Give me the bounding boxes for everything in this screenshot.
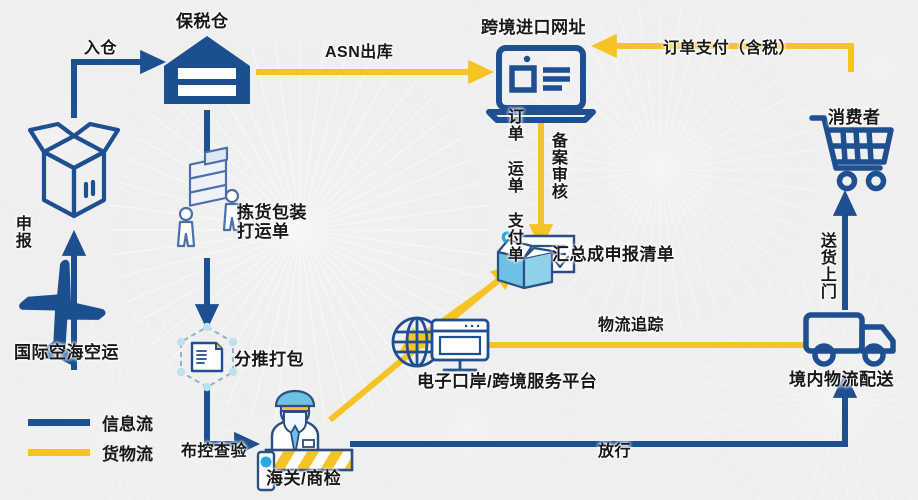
legend: 信息流 货物流: [28, 410, 153, 465]
warehouse-icon: [164, 36, 250, 104]
flow-label-record-review: 备案审核: [548, 132, 566, 200]
flow-label-logistics-tracking: 物流追踪: [598, 317, 665, 334]
customs-officer-icon: [256, 389, 354, 492]
flow-label-home-delivery: 送货上门: [817, 232, 835, 300]
arrow-box-to-warehouse: [71, 49, 167, 118]
legend-label-goods-flow: 货物流: [102, 445, 153, 464]
node-label-manifest: 汇总成申报清单: [552, 245, 675, 264]
legend-swatch-goods-flow: [28, 449, 90, 456]
flow-label-release: 放行: [598, 443, 632, 460]
flow-label-declare: 申报: [12, 215, 30, 249]
arrow-sorting-to-customs: [204, 388, 261, 457]
open-box-icon: [27, 121, 121, 219]
warehouse-workers-icon: [176, 146, 242, 248]
arrow-order-payment: [590, 33, 854, 72]
node-label-warehouse: 保税仓: [176, 12, 229, 31]
flow-label-order-waybill-payment: 订单 运单 支付单: [504, 108, 522, 263]
document-box-icon: [496, 231, 576, 290]
laptop-icon: [486, 45, 596, 123]
node-label-eport: 电子口岸/跨境服务平台: [417, 372, 598, 391]
node-label-delivery: 境内物流配送: [789, 370, 894, 389]
flow-label-inbound: 入仓: [84, 40, 118, 57]
flow-label-inspection: 布控查验: [181, 443, 248, 460]
node-label-picking: 拣货包装 打运单: [237, 203, 307, 242]
package-label-icon: [176, 322, 238, 392]
node-label-website: 跨境进口网址: [481, 18, 586, 37]
legend-item-info-flow: 信息流: [28, 410, 153, 435]
node-label-consumer: 消费者: [828, 108, 881, 127]
arrow-customs-release-to-delivery: [350, 371, 858, 447]
delivery-truck-icon: [803, 312, 896, 367]
legend-item-goods-flow: 货物流: [28, 440, 153, 465]
shopping-cart-icon: [809, 115, 894, 192]
airplane-icon: [19, 259, 106, 366]
node-label-customs: 海关/商检: [266, 469, 342, 488]
flow-label-asn-outbound: ASN出库: [325, 44, 394, 61]
flow-label-order-payment: 订单支付（含税）: [663, 40, 796, 57]
legend-label-info-flow: 信息流: [102, 415, 153, 434]
node-label-sorting: 分推打包: [234, 350, 304, 369]
globe-monitor-icon: [391, 316, 490, 372]
legend-swatch-info-flow: [28, 419, 90, 426]
node-label-airport: 国际空海空运: [14, 343, 119, 362]
arrow-manifest-to-eport: [399, 279, 499, 353]
